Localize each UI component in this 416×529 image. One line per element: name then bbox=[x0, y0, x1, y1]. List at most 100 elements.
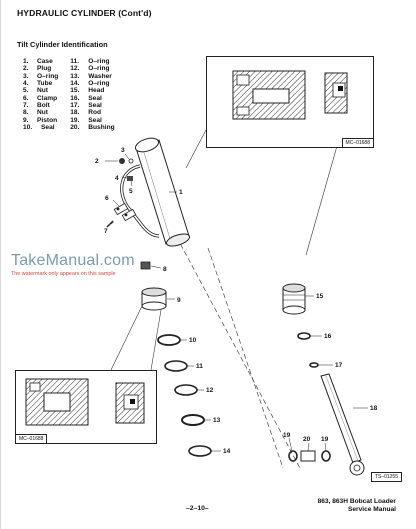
callout-9: 9 bbox=[177, 297, 181, 304]
part-number: 13. bbox=[70, 72, 80, 80]
callout-4: 4 bbox=[115, 175, 119, 182]
part-number: 4. bbox=[23, 80, 29, 88]
washer-13 bbox=[181, 414, 205, 426]
page-footer: 863, 863H Bobcat Loader Service Manual bbox=[318, 498, 396, 514]
callout-17: 17 bbox=[335, 362, 343, 369]
parts-list-item: 17. Seal bbox=[70, 102, 114, 109]
part-name: Nut bbox=[37, 109, 48, 117]
parts-list-item: 11.O–ring bbox=[70, 58, 114, 65]
callout-6: 6 bbox=[105, 195, 109, 202]
parts-list-item: 6. Clamp bbox=[23, 95, 58, 102]
nut-5 bbox=[127, 176, 133, 181]
part-number: 12. bbox=[70, 65, 80, 73]
o-ring-3 bbox=[128, 158, 134, 164]
parts-list-item: 3. O–ring bbox=[23, 73, 58, 80]
part-number: 19. bbox=[70, 116, 80, 124]
part-number: 15. bbox=[70, 87, 80, 95]
part-name: Seal bbox=[88, 102, 102, 110]
parts-list-item: 4. Tube bbox=[23, 80, 58, 87]
part-name: Piston bbox=[37, 116, 58, 124]
callout-20: 20 bbox=[303, 436, 311, 443]
footer-model-line: 863, 863H Bobcat Loader bbox=[317, 498, 396, 505]
watermark-logo: TakeManual.com bbox=[11, 252, 135, 269]
callout-15: 15 bbox=[316, 293, 324, 300]
part-number: 6. bbox=[23, 94, 29, 102]
part-name: Seal bbox=[88, 94, 102, 102]
part-number: 9. bbox=[23, 116, 29, 124]
upper-inset-detail: MC–01688 bbox=[206, 56, 374, 148]
callout-18: 18 bbox=[370, 405, 378, 412]
callout-11: 11 bbox=[196, 363, 203, 370]
part-name: Tube bbox=[37, 80, 53, 88]
parts-list-item: 16.Seal bbox=[70, 95, 114, 102]
assembly-axis-2 bbox=[207, 247, 284, 469]
o-ring-12 bbox=[174, 384, 198, 396]
assembly-axis bbox=[172, 229, 302, 471]
o-ring-14 bbox=[188, 445, 212, 457]
nut-8 bbox=[140, 261, 151, 270]
seal-cross-section-upper bbox=[232, 70, 348, 120]
watermark-note: The watermark only appears on this sampl… bbox=[11, 271, 116, 277]
page-number: –2–10– bbox=[186, 505, 209, 512]
upper-inset-label: MC–01688 bbox=[341, 138, 373, 147]
o-ring-11 bbox=[164, 360, 188, 372]
clamp-assembly bbox=[113, 202, 137, 222]
part-number: 3. bbox=[23, 72, 29, 80]
callout-16: 16 bbox=[324, 333, 332, 340]
callout-10: 10 bbox=[189, 337, 197, 344]
parts-list-item: 14. O–ring bbox=[70, 80, 114, 87]
parts-list-item: 18. Rod bbox=[70, 109, 114, 116]
part-number: 10. bbox=[23, 124, 33, 132]
callout-19-left: 19 bbox=[283, 432, 291, 439]
parts-list-item: 12.O–ring bbox=[70, 65, 114, 72]
callout-7: 7 bbox=[104, 228, 108, 235]
part-name: Clamp bbox=[37, 94, 58, 102]
plug bbox=[119, 158, 125, 164]
part-name: Bushing bbox=[88, 124, 115, 132]
part-name: Bolt bbox=[37, 102, 50, 110]
watermark: TakeManual.com The watermark only appear… bbox=[11, 252, 135, 277]
part-number: 11. bbox=[70, 58, 80, 65]
part-name: Plug bbox=[37, 65, 52, 73]
part-name: O–ring bbox=[88, 80, 110, 88]
seal-16 bbox=[297, 332, 311, 340]
callout-3: 3 bbox=[121, 147, 125, 154]
seal-19-right bbox=[321, 450, 331, 462]
callout-12: 12 bbox=[206, 387, 214, 394]
figure-subtitle: Tilt Cylinder Identification bbox=[17, 40, 108, 49]
inset-guide-line bbox=[185, 129, 207, 169]
part-name: Rod bbox=[88, 109, 102, 117]
part-number: 17. bbox=[70, 102, 80, 110]
parts-list-item: 2. Plug bbox=[23, 65, 58, 72]
part-name: O–ring bbox=[37, 72, 59, 80]
part-name: Seal bbox=[88, 116, 102, 124]
callout-1: 1 bbox=[179, 189, 183, 196]
part-name: Nut bbox=[37, 87, 48, 95]
part-number: 18. bbox=[70, 109, 80, 117]
part-name: Seal bbox=[41, 124, 55, 132]
figure-tag: TS–01255 bbox=[370, 472, 402, 482]
lower-inset-label: MC–01688 bbox=[16, 434, 48, 443]
part-number: 14. bbox=[70, 80, 80, 88]
part-number: 5. bbox=[23, 87, 29, 95]
callout-14: 14 bbox=[223, 448, 231, 455]
parts-list-item: 15.Head bbox=[70, 87, 114, 94]
part-number: 7. bbox=[23, 102, 29, 110]
parts-list-item: 8. Nut bbox=[23, 109, 58, 116]
parts-list-item: 10. Seal bbox=[23, 124, 58, 131]
part-name: Case bbox=[37, 58, 53, 65]
parts-list-item: 7. Bolt bbox=[23, 102, 58, 109]
parts-list-item: 9. Piston bbox=[23, 117, 58, 124]
part-number: 8. bbox=[23, 109, 29, 117]
callout-2: 2 bbox=[95, 158, 99, 165]
part-number: 1. bbox=[23, 58, 29, 65]
callout-5: 5 bbox=[129, 188, 133, 195]
cylinder-head bbox=[282, 283, 306, 315]
callout-8: 8 bbox=[163, 266, 167, 273]
parts-list-item: 13.Washer bbox=[70, 73, 114, 80]
part-number: 2. bbox=[23, 65, 29, 73]
